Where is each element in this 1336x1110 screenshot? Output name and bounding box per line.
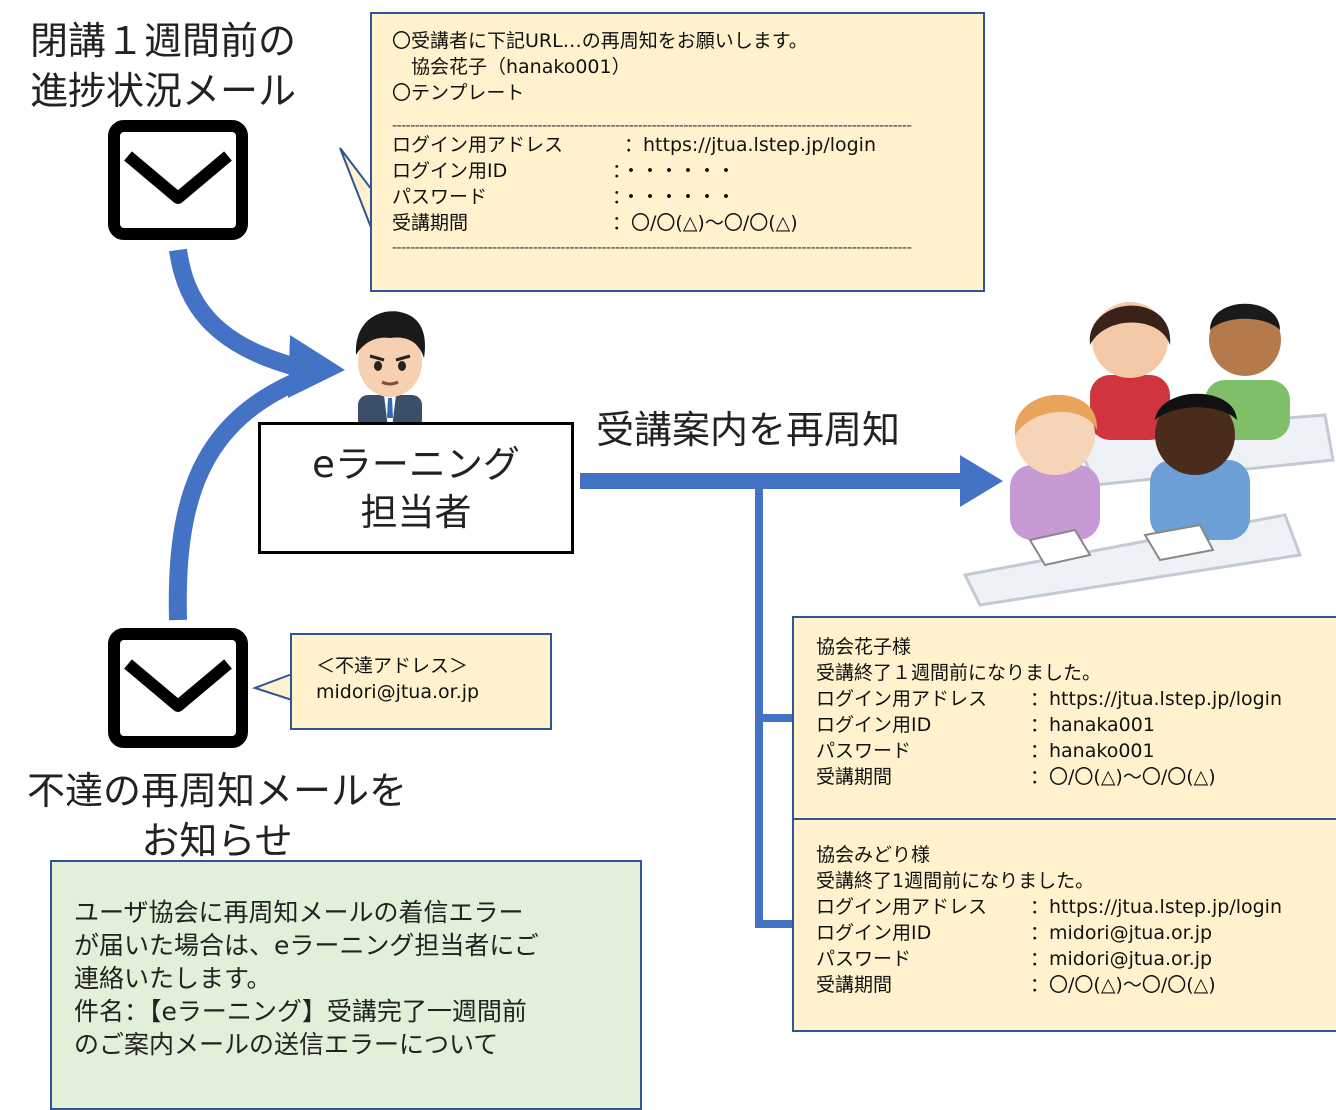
green-line-3: 連絡いたします。 [74,964,272,993]
top-left-label-line1: 閉講１週間前の [30,19,297,63]
midori-value-address: ：https://jtua.lstep.jp/login [1030,896,1283,918]
midori-key-address: ログイン用アドレス [816,896,988,918]
undelivered-title: ＜不達アドレス＞ [316,655,469,677]
e-learning-staff-box: eラーニング 担当者 [258,422,574,554]
hanako-line-1: 協会花子様 [816,636,912,658]
hanako-key-address: ログイン用アドレス [816,688,988,710]
template-value-period: ：〇/〇(△)～〇/〇(△) [612,212,798,234]
curved-arrow-bottom [168,369,309,621]
template-value-password: ：・・・・・・ [612,186,736,208]
staff-person-icon [355,311,425,430]
envelope-icon [108,120,248,240]
midori-key-period: 受講期間 [816,974,893,996]
main-arrow-shaft [580,473,965,489]
hanako-row-password: パスワード ：hanako001 [816,738,1336,764]
hanako-value-period: ：〇/〇(△)～〇/〇(△) [1030,766,1216,788]
undelivered-address: midori@jtua.or.jp [316,681,480,703]
template-value-address: ：https://jtua.lstep.jp/login [624,134,877,156]
green-line-1: ユーザ協会に再周知メールの着信エラー [74,898,524,927]
learners-group-icon [962,302,1335,607]
template-value-id: ：・・・・・・ [612,160,736,182]
midori-key-password: パスワード [816,948,912,970]
template-line-1: 〇受講者に下記URL…の再周知をお願いします。 [392,30,808,52]
staff-box-line2: 担当者 [360,491,472,534]
top-left-label: 閉講１週間前の 進捗状況メール [30,16,296,116]
hanako-key-password: パスワード [816,740,912,762]
dashed-separator-top: ----------------------------------------… [392,120,912,132]
template-row-id: ログイン用ID ：・・・・・・ [392,158,983,184]
mail-hanako: 協会花子様 受講終了１週間前になりました。 ログイン用アドレス ：https://… [792,616,1336,822]
bracket-top [755,714,793,722]
bubble-tail-top [339,147,373,231]
midori-key-id: ログイン用ID [816,922,932,944]
mail-midori: 協会みどり様 受講終了1週間前になりました。 ログイン用アドレス ：https:/… [792,818,1336,1032]
template-row-address: ログイン用アドレス ：https://jtua.lstep.jp/login [392,132,983,158]
template-key-address: ログイン用アドレス [392,134,564,156]
curved-arrow-top [169,248,303,377]
undelivered-note: ＜不達アドレス＞ midori@jtua.or.jp [290,633,552,730]
hanako-value-password: ：hanako001 [1030,740,1155,762]
bracket-vertical [755,485,763,927]
hanako-row-period: 受講期間 ：〇/〇(△)～〇/〇(△) [816,764,1336,790]
dashed-separator-bottom: ----------------------------------------… [392,242,912,254]
hanako-line-2: 受講終了１週間前になりました。 [816,662,1102,684]
envelope-icon-lower [108,628,248,748]
template-row-period: 受講期間 ：〇/〇(△)～〇/〇(△) [392,210,983,236]
midori-row-id: ログイン用ID ：midori@jtua.or.jp [816,920,1336,946]
midori-value-period: ：〇/〇(△)～〇/〇(△) [1030,974,1216,996]
hanako-row-address: ログイン用アドレス ：https://jtua.lstep.jp/login [816,686,1336,712]
error-notice-note: ユーザ協会に再周知メールの着信エラー が届いた場合は、eラーニング担当者にご 連… [50,860,642,1110]
midori-value-id: ：midori@jtua.or.jp [1030,922,1213,944]
learner-woman-back [1089,302,1171,440]
template-line-2: 協会花子（hanako001） [392,56,631,78]
bottom-left-label: 不達の再周知メールを お知らせ [12,766,422,866]
staff-box-line1: eラーニング [312,443,520,486]
template-key-password: パスワード [392,186,488,208]
template-note: 〇受講者に下記URL…の再周知をお願いします。 協会花子（hanako001） … [370,12,985,292]
hanako-row-id: ログイン用ID ：hanaka001 [816,712,1336,738]
bottom-left-label-line1: 不達の再周知メールを [26,769,407,813]
template-row-password: パスワード ：・・・・・・ [392,184,983,210]
midori-row-password: パスワード ：midori@jtua.or.jp [816,946,1336,972]
template-line-3: 〇テンプレート [392,82,525,104]
template-key-id: ログイン用ID [392,160,508,182]
midori-value-password: ：midori@jtua.or.jp [1030,948,1213,970]
hanako-key-period: 受講期間 [816,766,893,788]
midori-line-1: 協会みどり様 [816,844,931,866]
main-arrow-head [960,455,1003,507]
midori-row-address: ログイン用アドレス ：https://jtua.lstep.jp/login [816,894,1336,920]
template-key-period: 受講期間 [392,212,469,234]
learner-man-front [1150,393,1250,540]
hanako-key-id: ログイン用ID [816,714,932,736]
hanako-value-id: ：hanaka001 [1030,714,1155,736]
green-line-5: のご案内メールの送信エラーについて [74,1030,499,1059]
midori-row-period: 受講期間 ：〇/〇(△)～〇/〇(△) [816,972,1336,998]
top-left-label-line2: 進捗状況メール [30,69,297,113]
bubble-tail-mid [251,672,293,702]
arrow-label: 受講案内を再周知 [596,408,901,452]
hanako-value-address: ：https://jtua.lstep.jp/login [1030,688,1283,710]
green-line-4: 件名：【eラーニング】受講完了一週間前 [74,997,527,1026]
midori-line-2: 受講終了1週間前になりました。 [816,870,1095,892]
green-line-2: が届いた場合は、eラーニング担当者にご [74,931,539,960]
bracket-bottom [755,920,793,928]
learner-woman-front [1010,394,1100,540]
bottom-left-label-line2: お知らせ [141,819,293,863]
